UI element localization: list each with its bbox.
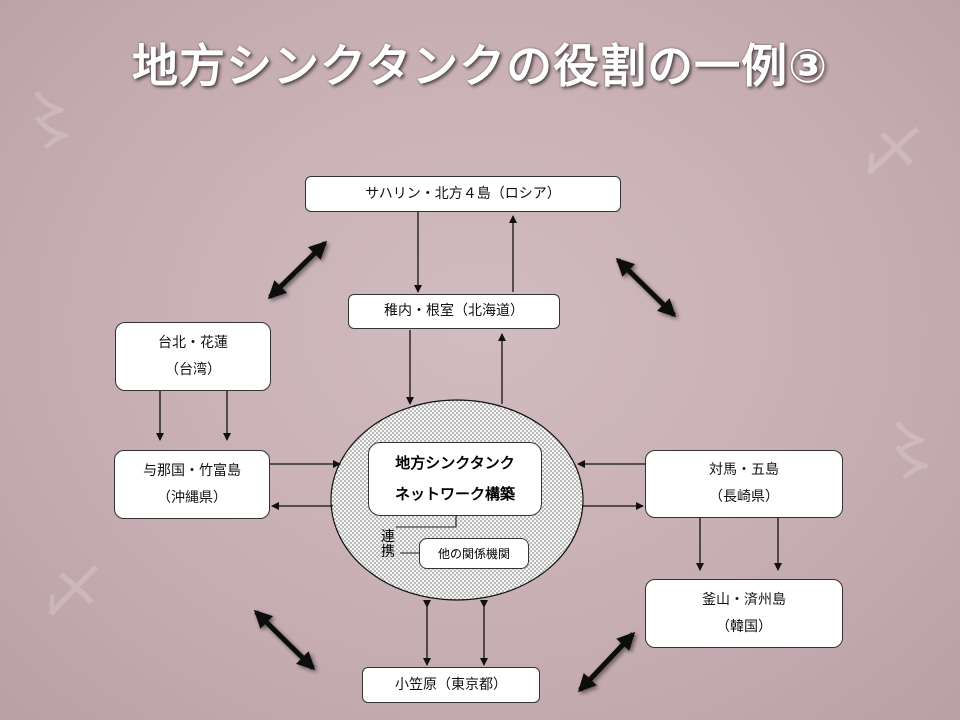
- node-ogasawara: 小笠原（東京都）: [362, 667, 540, 703]
- center-line2: ネットワーク構築: [394, 485, 515, 503]
- renkei-label: 連 携: [381, 530, 395, 559]
- node-yonaguni: 与那国・竹富島 （沖縄県）: [114, 450, 270, 519]
- node-tsushima-line2: （長崎県）: [709, 489, 779, 505]
- other-agencies-label: 他の関係機関: [437, 547, 510, 561]
- big-arrow-bottom-left: [253, 609, 316, 671]
- node-sakhalin-label: サハリン・北方４島（ロシア）: [365, 185, 561, 202]
- node-tsushima: 対馬・五島 （長崎県）: [645, 450, 843, 518]
- node-wakkanai-label: 稚内・根室（北海道）: [384, 303, 524, 320]
- node-wakkanai: 稚内・根室（北海道）: [348, 294, 560, 329]
- node-busan-line1: 釜山・済州島: [702, 591, 786, 608]
- big-arrow-top-left: [267, 240, 328, 300]
- big-arrow-bottom-right: [577, 631, 636, 693]
- node-taipei-line1: 台北・花蓮: [158, 334, 228, 351]
- node-busan: 釜山・済州島 （韓国）: [645, 579, 843, 648]
- other-agencies-box: 他の関係機関: [419, 538, 529, 569]
- node-sakhalin: サハリン・北方４島（ロシア）: [305, 176, 621, 212]
- renkei-char-2: 携: [381, 543, 395, 560]
- big-arrow-top-right: [615, 257, 677, 318]
- renkei-char-1: 連: [381, 529, 395, 545]
- node-yonaguni-line2: （沖縄県）: [157, 489, 227, 506]
- center-line1: 地方シンクタンク: [395, 453, 515, 472]
- slide-title: 地方シンクタンクの役割の一例③: [131, 39, 829, 93]
- node-tsushima-line1: 対馬・五島: [709, 462, 779, 479]
- node-busan-line2: （韓国）: [716, 618, 772, 635]
- node-taipei-line2: （台湾）: [165, 361, 221, 378]
- node-taipei: 台北・花蓮 （台湾）: [115, 322, 271, 391]
- node-yonaguni-line1: 与那国・竹富島: [143, 462, 241, 479]
- center-network-box: 地方シンクタンク ネットワーク構築: [368, 442, 542, 516]
- node-ogasawara-label: 小笠原（東京都）: [395, 676, 507, 693]
- renkei-connector: [396, 515, 457, 528]
